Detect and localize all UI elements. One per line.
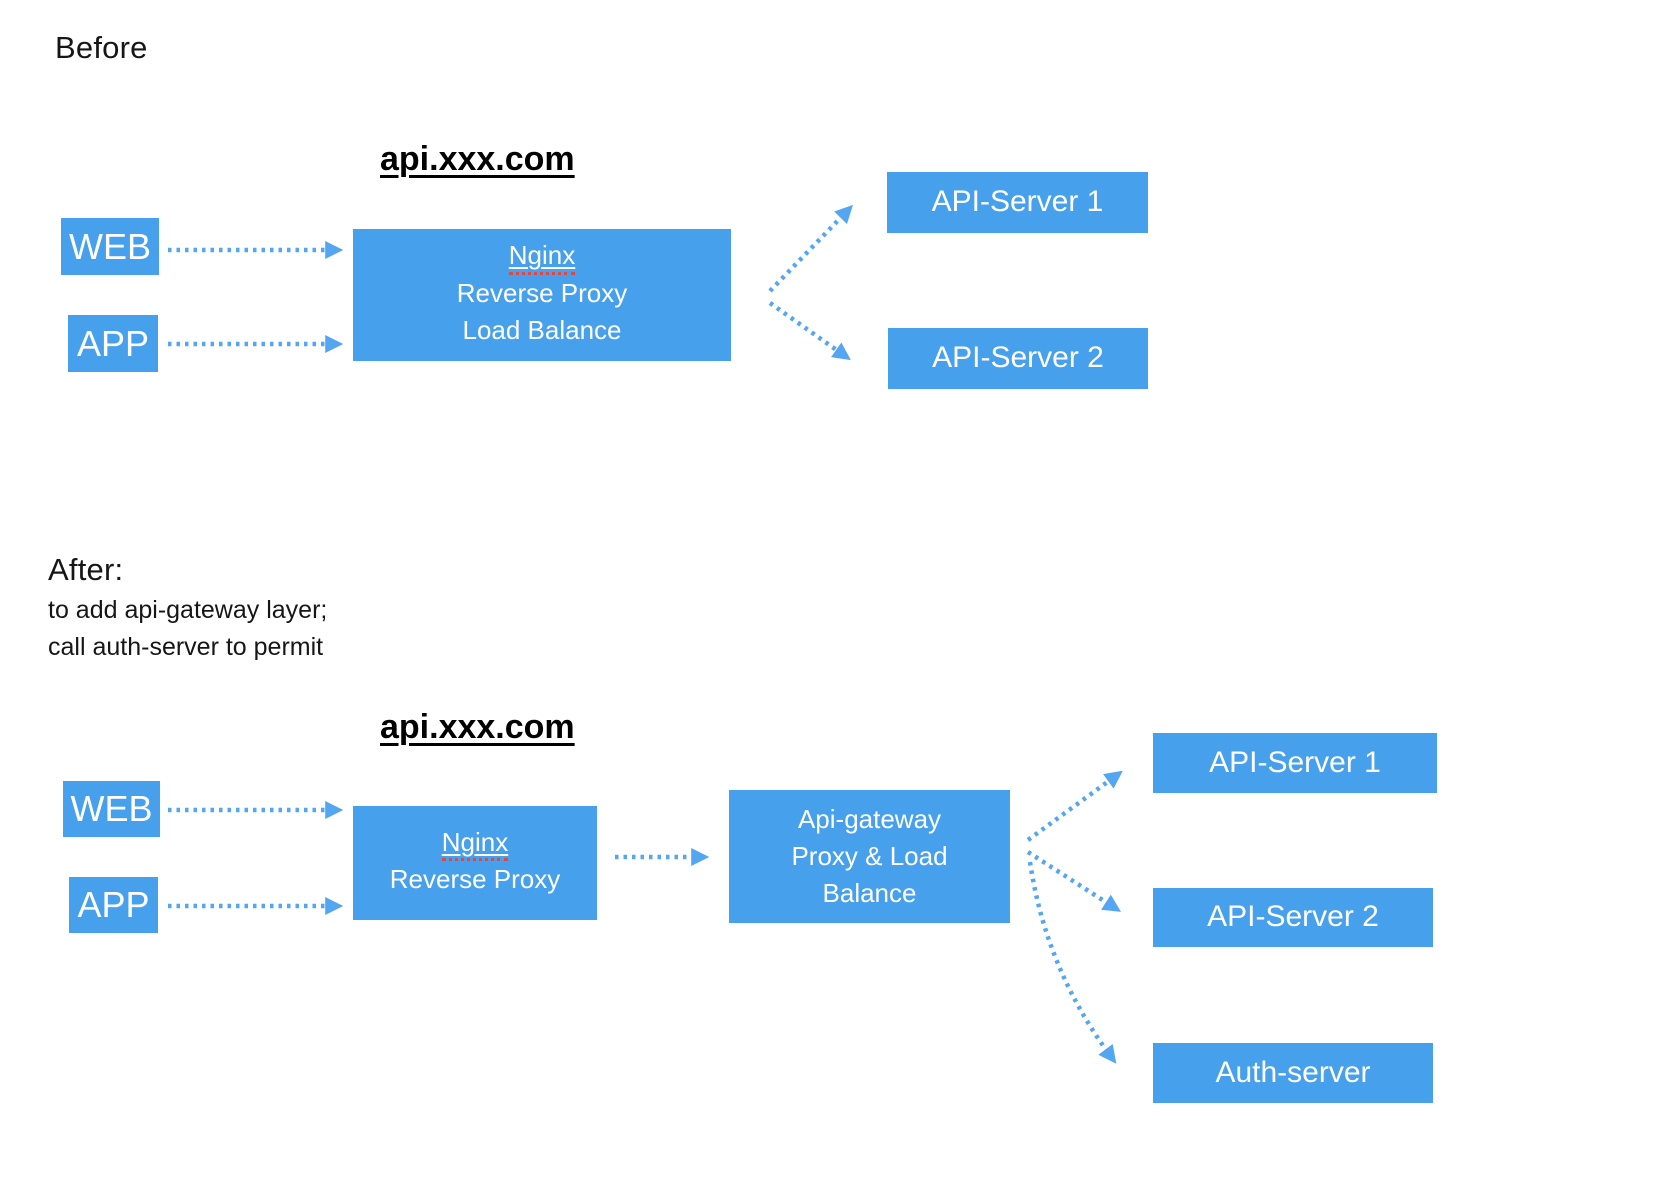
after-nginx-box: Nginx Reverse Proxy xyxy=(353,806,597,920)
arrow-before-nginx-to-api2 xyxy=(768,301,851,361)
before-app-label: APP xyxy=(76,322,150,364)
after-subtitle-line1: to add api-gateway layer; xyxy=(48,596,328,624)
after-web-box: WEB xyxy=(63,781,160,837)
before-api-server-1-label: API-Server 1 xyxy=(931,185,1104,219)
before-api-server-1-box: API-Server 1 xyxy=(887,172,1148,233)
before-nginx-line2: Reverse Proxy xyxy=(456,278,628,309)
before-api-server-2-label: API-Server 2 xyxy=(932,341,1104,375)
after-app-label: APP xyxy=(77,884,150,926)
arrow-before-nginx-to-api1 xyxy=(768,204,853,293)
after-gateway-line2: Proxy & Load xyxy=(791,841,948,872)
before-nginx-box: Nginx Reverse Proxy Load Balance xyxy=(353,229,731,361)
after-auth-server-label: Auth-server xyxy=(1215,1055,1371,1089)
after-auth-server-box: Auth-server xyxy=(1153,1043,1433,1103)
after-section-title: After: xyxy=(48,552,124,587)
before-nginx-line3: Load Balance xyxy=(462,314,622,345)
before-section-title: Before xyxy=(55,30,148,65)
arrow-after-gateway-to-auth xyxy=(1027,861,1117,1064)
after-api-server-2-box: API-Server 2 xyxy=(1153,888,1433,947)
before-web-label: WEB xyxy=(68,225,151,267)
before-api-server-2-box: API-Server 2 xyxy=(888,328,1148,389)
after-domain-header: api.xxx.com xyxy=(380,708,575,746)
after-gateway-box: Api-gateway Proxy & Load Balance xyxy=(729,790,1010,923)
before-domain-header: api.xxx.com xyxy=(380,140,575,178)
before-web-box: WEB xyxy=(61,218,159,275)
after-app-box: APP xyxy=(69,877,158,933)
arrow-after-gateway-to-api1 xyxy=(1026,770,1123,842)
before-nginx-label: Nginx xyxy=(508,240,576,276)
after-gateway-line3: Balance xyxy=(822,877,917,908)
after-api-server-1-label: API-Server 1 xyxy=(1209,745,1381,779)
before-app-box: APP xyxy=(68,315,158,372)
arrow-after-gateway-to-api2 xyxy=(1026,850,1122,912)
after-subtitle-line2: call auth-server to permit xyxy=(48,633,324,661)
after-nginx-label: Nginx xyxy=(441,827,509,862)
after-gateway-line1: Api-gateway xyxy=(797,804,942,835)
after-api-server-2-label: API-Server 2 xyxy=(1207,900,1379,934)
after-api-server-1-box: API-Server 1 xyxy=(1153,733,1437,793)
after-nginx-line2: Reverse Proxy xyxy=(389,864,561,895)
after-web-label: WEB xyxy=(70,788,153,830)
